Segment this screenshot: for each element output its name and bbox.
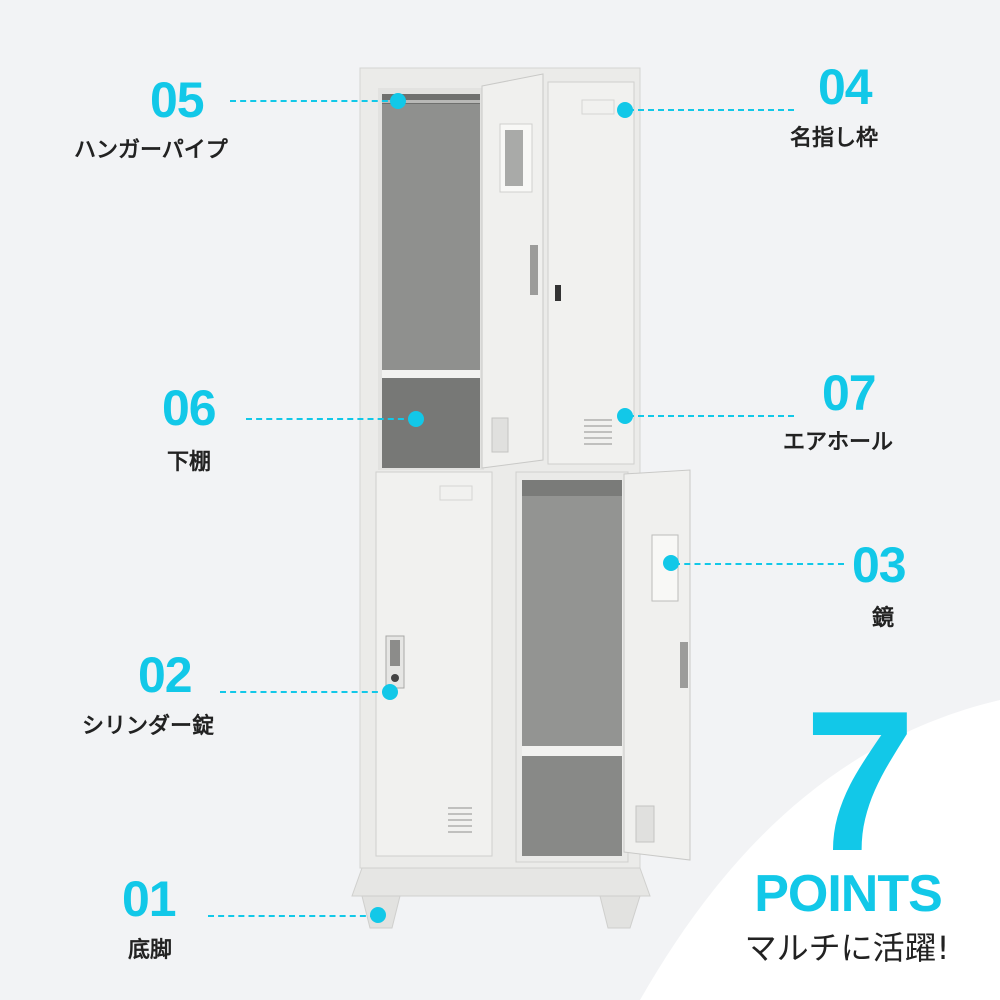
callout-dot-hanger-pipe	[390, 93, 406, 109]
callout-label-base-leg: 底脚	[128, 938, 173, 963]
callout-line-04	[628, 109, 794, 111]
callout-line-07	[628, 415, 794, 417]
callout-number-04: 04	[818, 59, 873, 115]
headline-number: 7	[804, 670, 916, 893]
callout-line-03	[674, 563, 844, 565]
callout-number-05: 05	[150, 72, 205, 128]
callout-dot-mirror	[663, 555, 679, 571]
callout-number-02: 02	[138, 647, 193, 703]
callout-number-03: 03	[852, 537, 907, 593]
callout-number-01: 01	[122, 871, 177, 927]
callout-line-02	[220, 691, 388, 693]
callout-dot-air-vent	[617, 408, 633, 424]
callout-line-05	[230, 100, 398, 102]
callout-label-air-vent: エアホール	[783, 430, 894, 455]
callout-line-01	[208, 915, 376, 917]
callout-number-07: 07	[822, 365, 877, 421]
callout-label-lower-shelf: 下棚	[167, 450, 212, 475]
callout-dot-name-plate-frame	[617, 102, 633, 118]
callout-label-hanger-pipe: ハンガーパイプ	[74, 138, 228, 163]
callout-dot-cylinder-lock	[382, 684, 398, 700]
callout-line-06	[246, 418, 414, 420]
headline-tagline: マルチに活躍!	[744, 929, 950, 967]
callout-label-cylinder-lock: シリンダー錠	[82, 714, 215, 739]
callout-number-06: 06	[162, 380, 217, 436]
callout-dot-lower-shelf	[408, 411, 424, 427]
locker-illustration	[351, 67, 691, 929]
callout-label-name-plate-frame: 名指し枠	[790, 126, 879, 151]
callout-label-mirror: 鏡	[872, 606, 895, 631]
headline-word: POINTS	[754, 865, 943, 923]
callout-dot-base-leg	[370, 907, 386, 923]
